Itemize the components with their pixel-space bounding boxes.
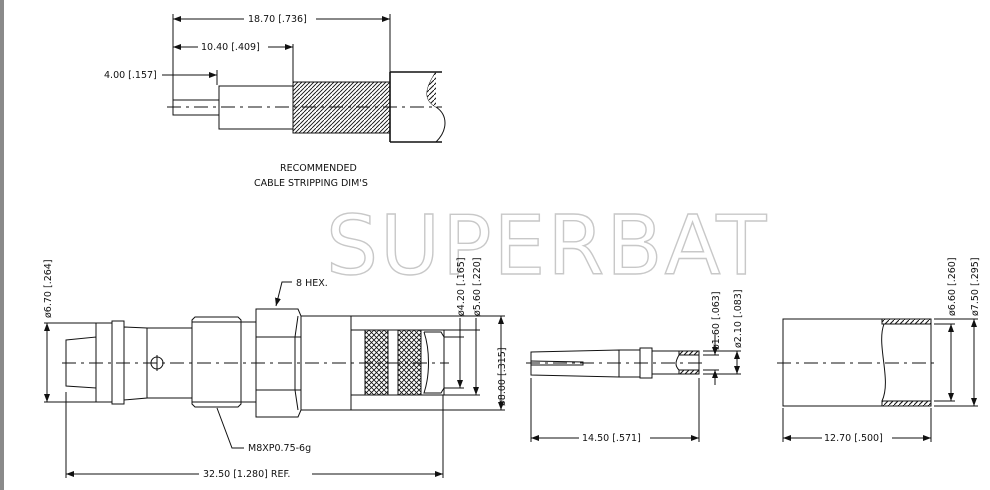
dim-ferrule-inner: ø6.60 [.260]: [947, 257, 958, 316]
dim-ferrule-length: 12.70 [.500]: [824, 433, 883, 444]
dim-dielectric-strip: 10.40 [.409]: [201, 42, 260, 53]
dim-pin-outer: ø2.10 [.083]: [733, 289, 744, 348]
dim-conductor-strip: 4.00 [.157]: [104, 70, 157, 81]
technical-drawing: SUPERBAT 18.70 [.736] 10.40 [.409] 4.00 …: [43, 14, 981, 480]
caption-line2: CABLE STRIPPING DIM'S: [254, 178, 368, 189]
cable-stripping-view: 18.70 [.736] 10.40 [.409] 4.00 [.157] RE…: [104, 14, 446, 189]
thread-label: M8XP0.75-6g: [248, 443, 311, 454]
dim-ferrule-outer: ø7.50 [.295]: [970, 257, 981, 316]
caption-line1: RECOMMENDED: [280, 163, 357, 174]
dim-pin-inner: ø1.60 [.063]: [711, 291, 722, 350]
connector-view: ø6.70 [.264] 32.50 [1.280] REF. 8 HEX. M…: [43, 257, 508, 480]
dim-pin-length: 14.50 [.571]: [582, 433, 641, 444]
dim-rear-diameter: ø6.70 [.264]: [43, 259, 54, 318]
dim-inner-diameter-2: ø5.60 [.220]: [472, 257, 483, 316]
dim-inner-diameter-1: ø4.20 [.165]: [456, 257, 467, 316]
dim-overall-strip: 18.70 [.736]: [248, 14, 307, 25]
ferrule-view: ø6.60 [.260] ø7.50 [.295] 12.70 [.500]: [777, 257, 981, 444]
contact-pin-view: ø1.60 [.063] ø2.10 [.083] 14.50 [.571]: [526, 289, 744, 444]
dim-outer-diameter: ø8.00 [.315]: [497, 347, 508, 406]
dim-connector-length: 32.50 [1.280] REF.: [203, 469, 290, 480]
watermark-logo: SUPERBAT: [326, 199, 768, 294]
hex-label: 8 HEX.: [296, 278, 328, 289]
